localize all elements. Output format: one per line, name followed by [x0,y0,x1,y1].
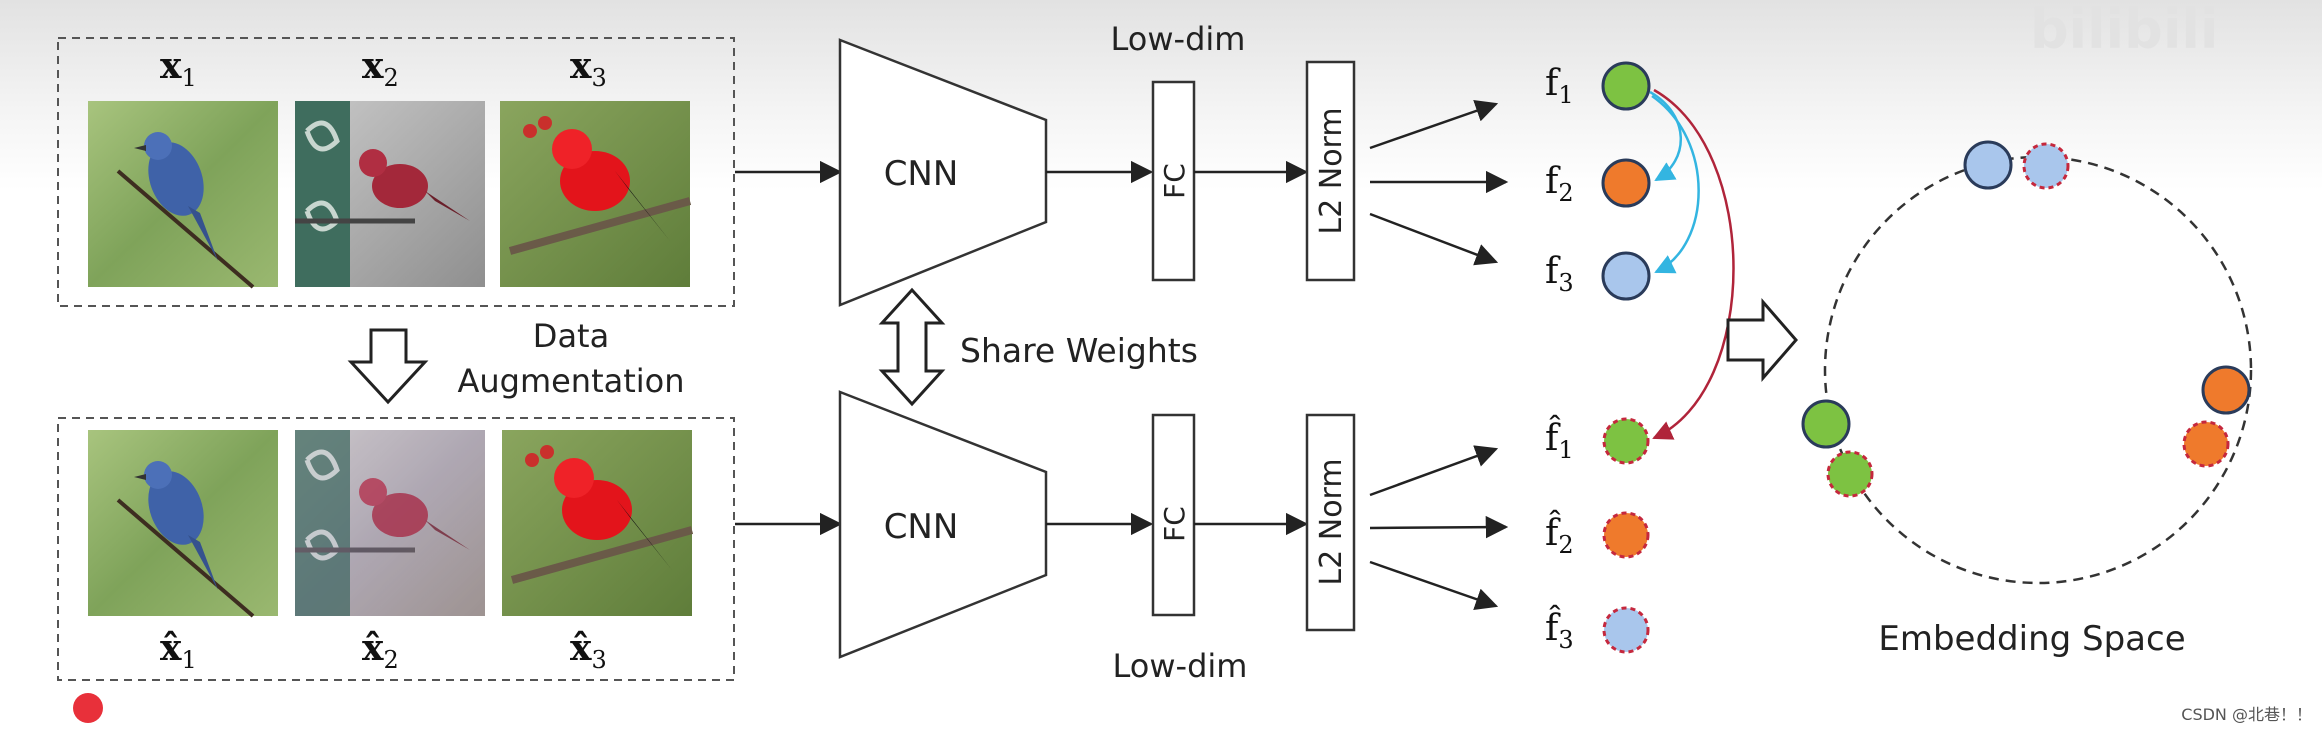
feature-dot-fhat2 [1602,511,1650,559]
embedding-dot-blue [1963,140,2013,190]
pull-arrow-f1-fhat1 [1652,88,1735,440]
photo-bottom-blue-bird [86,428,280,618]
photo-top-blue-bird [86,99,280,289]
share-weights-arrow [878,287,946,407]
top-input-labels: x1 x2 x3 [160,45,607,92]
l2-norm-top-label: L2 Norm [1314,107,1349,234]
data-augmentation-arrow [347,328,429,405]
photo-bottom-red-bird-feeder [295,430,485,616]
low-dim-bottom-label: Low-dim [1113,647,1248,685]
embedding-space-label: Embedding Space [1878,619,2185,659]
feature-label-f1: f1 [1545,63,1574,109]
feature-dot-f1 [1601,61,1651,111]
label-x2: x2 [362,45,399,92]
watermark-text: bilibili [2030,0,2218,61]
photo-top-red-bird-feeder [295,101,485,287]
label-xhat2: x̂2 [362,627,399,674]
label-x3: x3 [570,45,607,92]
feature-dot-fhat1 [1602,417,1650,465]
label-xhat3: x̂3 [570,627,607,674]
l2-norm-top-block [1305,60,1356,282]
l2-norm-bottom-block [1305,413,1356,632]
fc-top-label: FC [1158,163,1191,199]
feature-label-f2: f2 [1545,161,1574,207]
data-augmentation-label-line1: Data [533,317,609,355]
label-xhat1: x̂1 [160,627,197,674]
bottom-input-labels: x̂1 x̂2 x̂3 [160,627,607,674]
feature-label-fhat2: f̂2 [1545,510,1574,559]
feature-label-fhat3: f̂3 [1545,605,1574,654]
to-embedding-arrow [1726,297,1798,383]
feature-label-fhat1: f̂1 [1545,415,1574,464]
red-dot-marker [73,693,103,723]
cnn-top-label: CNN [884,154,959,194]
fc-bottom-label: FC [1158,506,1191,542]
embedding-dot-green-aug [1826,450,1874,498]
photo-top-scarlet-tanager [500,101,690,287]
feature-dot-f3 [1601,251,1651,301]
push-arrow-f1-f2 [1649,90,1682,182]
top-input-box [57,37,735,307]
feature-dot-f2 [1601,158,1651,208]
embedding-dot-green [1801,399,1851,449]
low-dim-top-label: Low-dim [1111,20,1246,58]
feature-dot-fhat3 [1602,606,1650,654]
embedding-dot-blue-aug [2022,142,2070,190]
share-weights-label: Share Weights [960,331,1198,370]
cnn-bottom-label: CNN [884,507,959,547]
push-arrow-f1-f3 [1651,94,1700,274]
bottom-input-box [57,417,735,681]
data-augmentation-label-line2: Augmentation [457,362,684,400]
feature-arrows-top [1369,100,1509,266]
embedding-dot-orange [2201,365,2251,415]
embedding-circle [1823,155,2253,585]
photo-bottom-scarlet-tanager [502,430,692,616]
cnn-top-block [838,38,1048,307]
cnn-bottom-block [838,390,1048,659]
fc-top-block [1151,80,1196,282]
feature-arrows-bottom [1369,445,1509,610]
fc-bottom-block [1151,413,1196,617]
embedding-dot-orange-aug [2182,420,2230,468]
label-x1: x1 [160,45,197,92]
l2-norm-bottom-label: L2 Norm [1314,458,1349,585]
csdn-credit: CSDN @北巷！！ [2181,705,2312,724]
feature-label-f3: f3 [1545,251,1574,297]
